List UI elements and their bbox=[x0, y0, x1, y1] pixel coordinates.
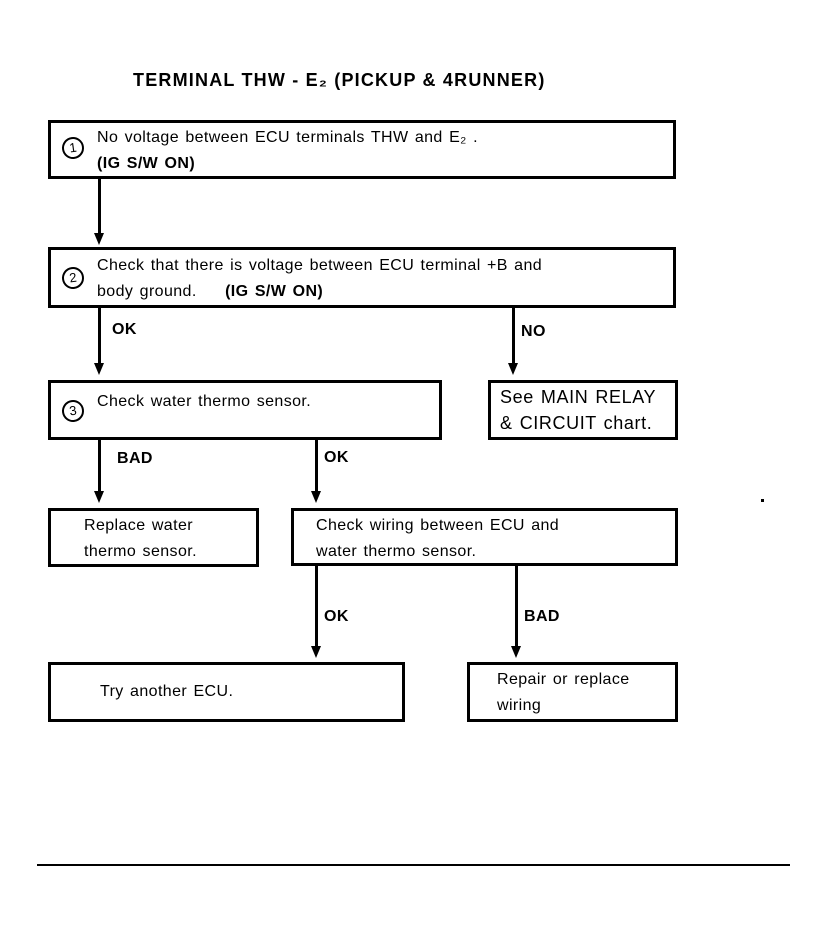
scan-speck bbox=[761, 499, 764, 502]
step-3-number-badge: 3 bbox=[60, 398, 86, 424]
branch-label-wiring-ok: OK bbox=[324, 608, 349, 625]
check-wiring-line1: Check wiring between ECU and bbox=[316, 517, 560, 534]
repair-wiring-text: Repair or replace wiring bbox=[497, 667, 630, 719]
step-1-text: No voltage between ECU terminals THW and… bbox=[97, 125, 478, 177]
branch-label-wiring-bad: BAD bbox=[524, 608, 560, 625]
arrowhead-step1-step2-icon bbox=[94, 233, 104, 245]
check-wiring-text: Check wiring between ECU and water therm… bbox=[316, 513, 559, 565]
step-1-box: 1 No voltage between ECU terminals THW a… bbox=[48, 120, 676, 179]
step-3-box: 3 Check water thermo sensor. bbox=[48, 380, 442, 440]
connector-step2-no bbox=[512, 308, 515, 365]
step-1-number-badge: 1 bbox=[60, 135, 86, 161]
step-2-box: 2 Check that there is voltage between EC… bbox=[48, 247, 676, 308]
branch-label-step3-ok: OK bbox=[324, 449, 349, 466]
arrowhead-step2-no-icon bbox=[508, 363, 518, 375]
connector-wiring-ok bbox=[315, 566, 318, 648]
try-another-ecu-box: Try another ECU. bbox=[48, 662, 405, 722]
try-another-ecu-line1: Try another ECU. bbox=[100, 683, 234, 700]
step-2-text: Check that there is voltage between ECU … bbox=[97, 253, 542, 305]
connector-step1-step2 bbox=[98, 179, 101, 235]
repair-wiring-line1: Repair or replace bbox=[497, 671, 630, 688]
arrowhead-wiring-ok-icon bbox=[311, 646, 321, 658]
check-wiring-line2: water thermo sensor. bbox=[316, 543, 477, 560]
step-2-line1: Check that there is voltage between ECU … bbox=[97, 257, 543, 274]
branch-label-step2-no: NO bbox=[521, 323, 546, 340]
connector-step3-ok bbox=[315, 440, 318, 493]
see-main-relay-text: See MAIN RELAY & CIRCUIT chart. bbox=[500, 384, 656, 436]
see-main-relay-box: See MAIN RELAY & CIRCUIT chart. bbox=[488, 380, 678, 440]
step-2-line2-bold: (IG S/W ON) bbox=[225, 283, 324, 300]
arrowhead-wiring-bad-icon bbox=[511, 646, 521, 658]
branch-label-step3-bad: BAD bbox=[117, 450, 153, 467]
bottom-divider bbox=[37, 864, 790, 866]
replace-sensor-text: Replace water thermo sensor. bbox=[84, 513, 197, 565]
arrowhead-step3-bad-icon bbox=[94, 491, 104, 503]
see-main-relay-line2: & CIRCUIT chart. bbox=[500, 413, 653, 433]
repair-wiring-line2: wiring bbox=[497, 697, 542, 714]
replace-sensor-box: Replace water thermo sensor. bbox=[48, 508, 259, 567]
replace-sensor-line2: thermo sensor. bbox=[84, 543, 197, 560]
step-1-line1: No voltage between ECU terminals THW and… bbox=[97, 129, 478, 146]
replace-sensor-line1: Replace water bbox=[84, 517, 193, 534]
arrowhead-step2-ok-icon bbox=[94, 363, 104, 375]
repair-wiring-box: Repair or replace wiring bbox=[467, 662, 678, 722]
step-2-line2-normal: body ground. bbox=[97, 283, 197, 300]
step-3-line1: Check water thermo sensor. bbox=[97, 393, 312, 410]
step-1-line2: (IG S/W ON) bbox=[97, 155, 196, 172]
step-2-number-badge: 2 bbox=[60, 265, 86, 291]
page-title: TERMINAL THW - E₂ (PICKUP & 4RUNNER) bbox=[133, 70, 546, 90]
connector-wiring-bad bbox=[515, 566, 518, 648]
check-wiring-box: Check wiring between ECU and water therm… bbox=[291, 508, 678, 566]
connector-step2-ok bbox=[98, 308, 101, 365]
branch-label-step2-ok: OK bbox=[112, 321, 137, 338]
step-2-line2: body ground. (IG S/W ON) bbox=[97, 279, 542, 305]
connector-step3-bad bbox=[98, 440, 101, 493]
see-main-relay-line1: See MAIN RELAY bbox=[500, 387, 657, 407]
arrowhead-step3-ok-icon bbox=[311, 491, 321, 503]
